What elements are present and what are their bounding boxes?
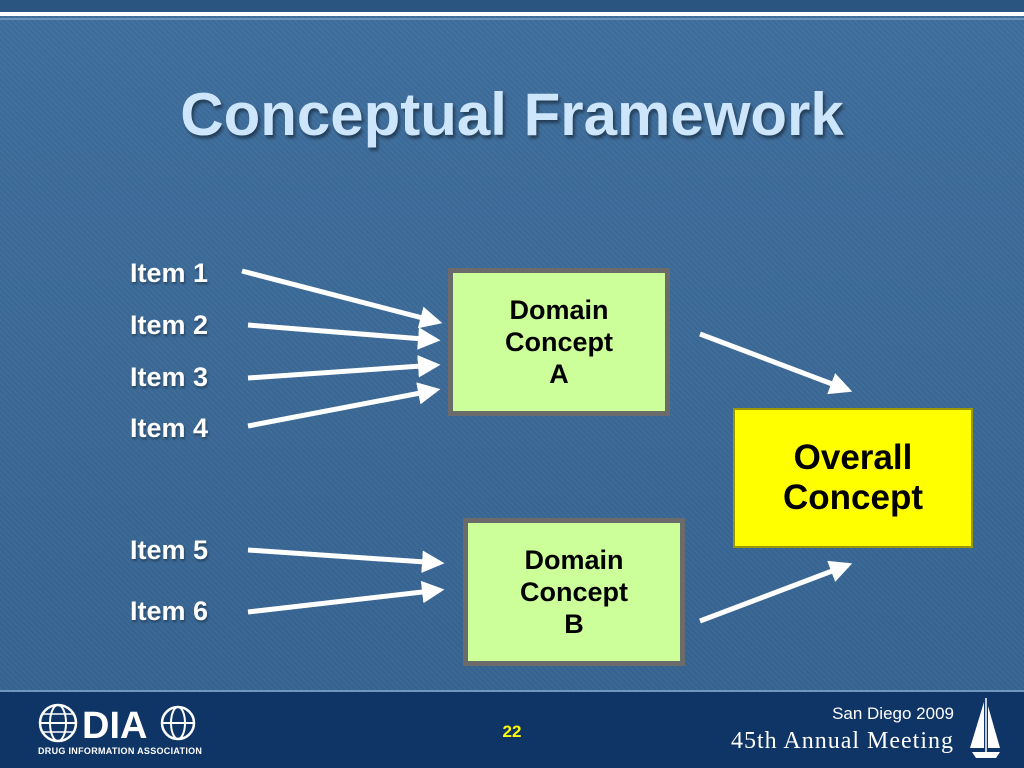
arrow-item2-to-a	[247, 322, 441, 350]
arrow-item4-to-a	[247, 382, 441, 429]
top-band	[0, 0, 1024, 12]
domain-concept-b-label: Domain Concept B	[520, 545, 628, 639]
arrow-a-to-overall	[699, 331, 853, 395]
dia-logo: DIA	[38, 702, 198, 749]
domain-concept-a-label: Domain Concept A	[505, 295, 613, 389]
arrow-item1-to-a	[241, 268, 443, 329]
arrow-item3-to-a	[247, 355, 441, 381]
top-divider	[0, 12, 1024, 16]
item-6-label: Item 6	[130, 596, 209, 626]
sailboat-icon	[970, 698, 1000, 758]
arrow-item5-to-b	[247, 547, 445, 574]
event-name: 45th Annual Meeting	[731, 728, 954, 754]
overall-concept-box: Overall Concept	[733, 408, 973, 548]
arrow-b-to-overall	[699, 560, 853, 624]
logo-subtitle: DRUG INFORMATION ASSOCIATION	[38, 746, 203, 756]
overall-concept-label: Overall Concept	[783, 438, 923, 517]
item-1-label: Item 1	[130, 258, 209, 288]
item-3-label: Item 3	[130, 362, 209, 392]
domain-concept-b-box: Domain Concept B	[463, 518, 685, 666]
page-number: 22	[502, 722, 522, 741]
logo-text: DIA	[82, 705, 147, 744]
slide-title: Conceptual Framework	[180, 81, 844, 148]
event-city: San Diego 2009	[832, 704, 954, 723]
item-2-label: Item 2	[130, 310, 209, 340]
top-divider-thin	[0, 18, 1024, 20]
globe-logo-icon: DIA	[38, 703, 196, 747]
arrow-item6-to-b	[247, 580, 445, 615]
domain-concept-a-box: Domain Concept A	[448, 268, 670, 416]
item-5-label: Item 5	[130, 535, 209, 565]
footer-divider	[0, 690, 1024, 693]
item-4-label: Item 4	[130, 413, 209, 443]
